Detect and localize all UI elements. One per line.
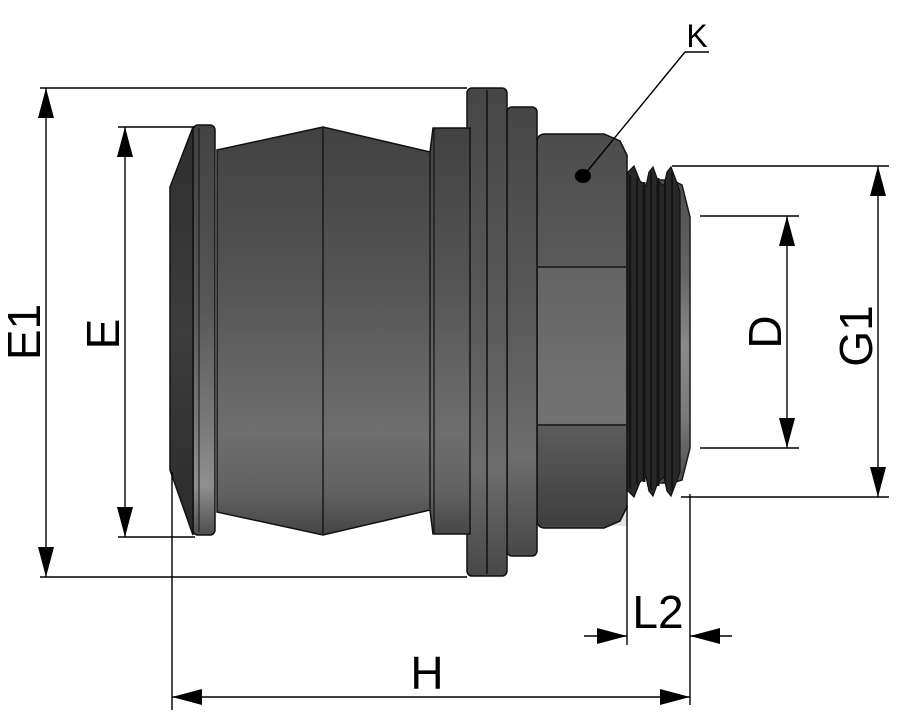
part-flange-plates-tall (466, 87, 508, 577)
arrow-up-icon (870, 166, 886, 196)
arrow-down-icon (870, 467, 886, 497)
arrow-up-icon (779, 216, 795, 246)
arrow-up-icon (38, 88, 54, 118)
dim-g1: G1 (672, 165, 889, 498)
dim-k: K (575, 18, 709, 183)
part-thread-section (622, 164, 681, 499)
arrow-down-icon (779, 418, 795, 448)
dim-h: H (171, 472, 691, 710)
dim-label-d: D (739, 315, 791, 348)
dim-label-k: K (686, 18, 707, 54)
dim-e1: E1 (0, 87, 467, 578)
part-flange-plate-small (506, 106, 538, 557)
arrow-right-icon (597, 628, 627, 644)
arrow-up-icon (117, 127, 133, 157)
arrow-right-icon (660, 689, 690, 705)
part-cap-rim (192, 124, 216, 536)
arrow-down-icon (38, 547, 54, 577)
arrow-left-icon (172, 689, 202, 705)
dim-e: E (77, 126, 195, 538)
dim-label-g1: G1 (830, 305, 882, 366)
arrow-down-icon (117, 507, 133, 537)
dim-label-h: H (410, 647, 443, 699)
dim-d: D (700, 215, 799, 449)
dim-label-l2: L2 (632, 586, 683, 638)
dim-label-e: E (77, 319, 129, 350)
part-clamp-body (216, 126, 471, 536)
dim-label-e1: E1 (0, 304, 50, 360)
part-cap-cone (169, 126, 194, 536)
arrow-left-icon (690, 628, 720, 644)
dim-l2: L2 (584, 505, 732, 645)
part-hex-nut (536, 133, 628, 529)
k-reference-dot (575, 169, 591, 183)
